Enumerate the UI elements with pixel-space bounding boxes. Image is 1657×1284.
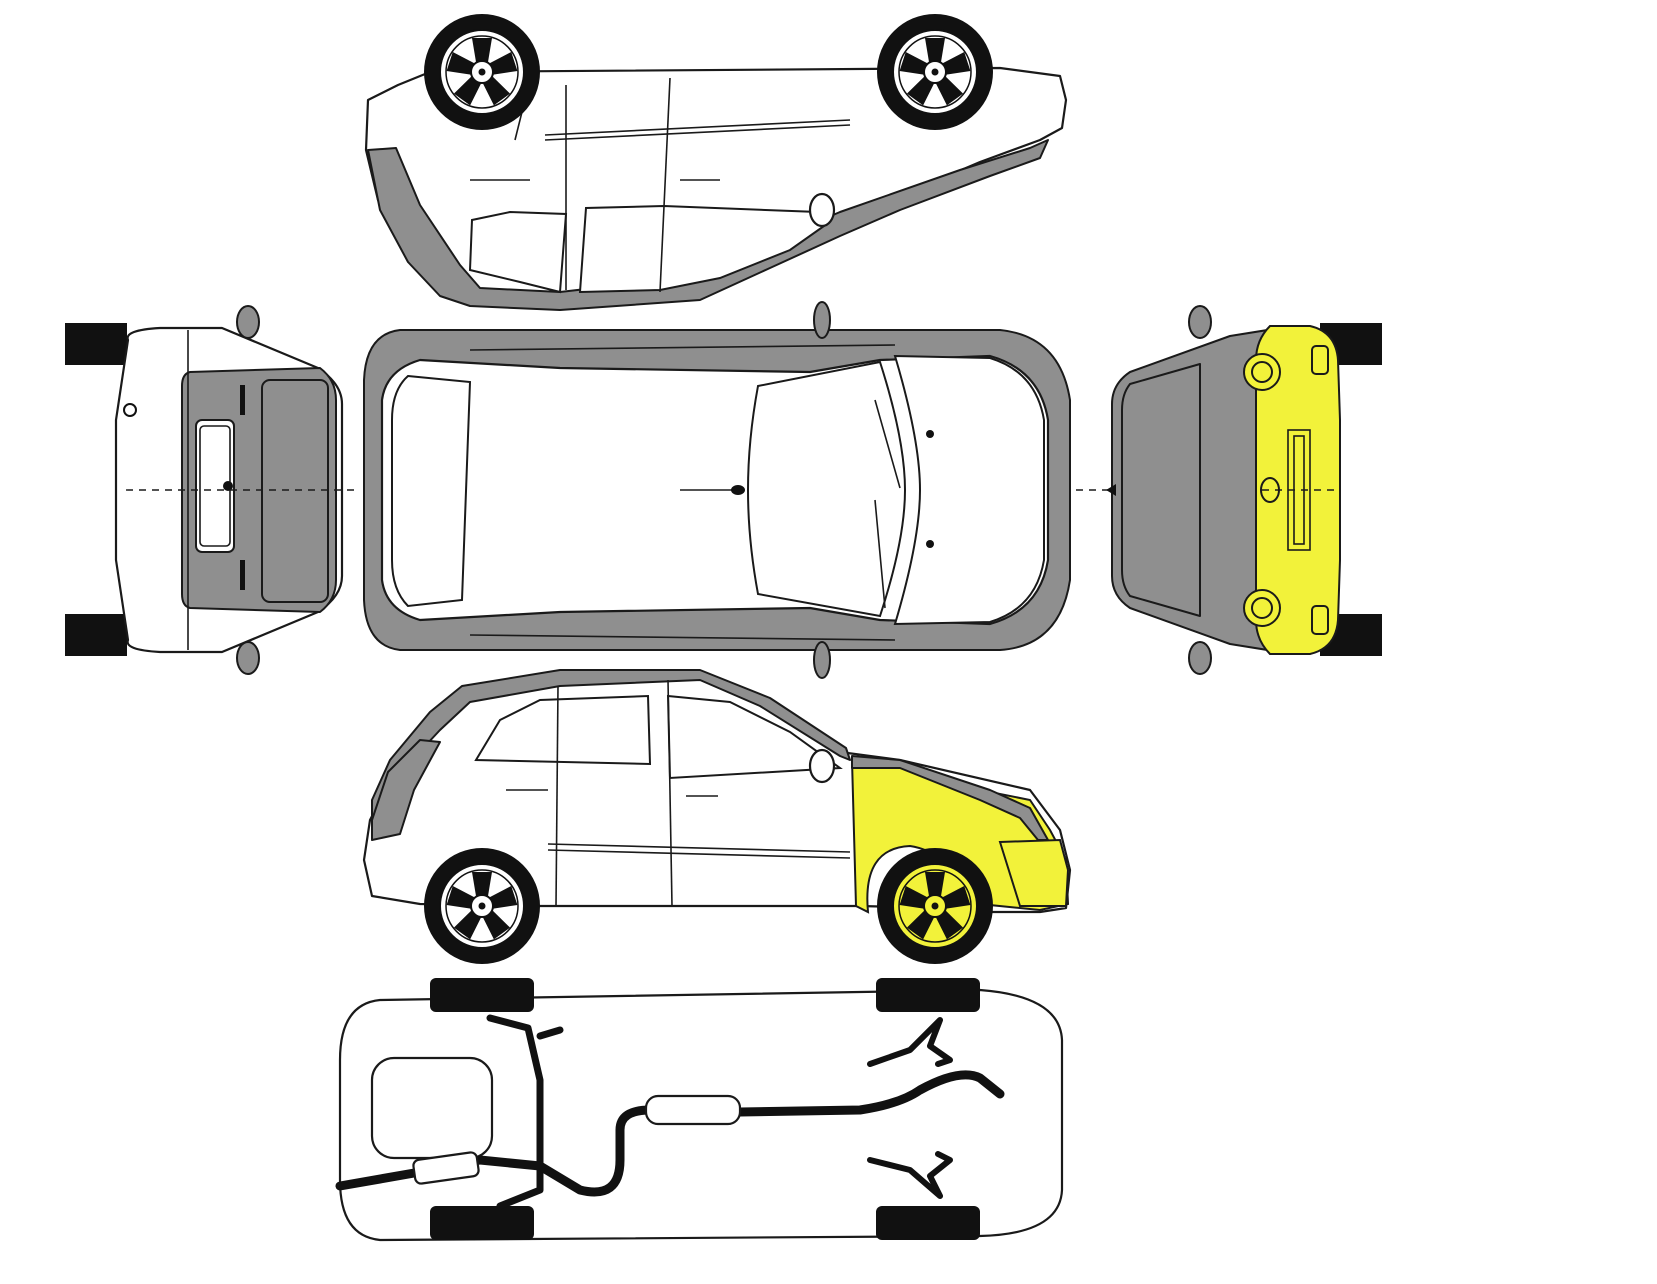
- right-side-mirror[interactable]: [808, 748, 836, 784]
- rear-mirror-bottom[interactable]: [236, 641, 260, 675]
- top-hood[interactable]: [893, 354, 1045, 626]
- left-side-window-front[interactable]: [578, 204, 826, 294]
- right-side-hood-trim[interactable]: [851, 755, 1049, 841]
- underbody-muffler[interactable]: [644, 1094, 742, 1126]
- front-view[interactable]: [1106, 305, 1382, 675]
- rear-view[interactable]: [65, 305, 356, 675]
- underbody-tire-rl: [430, 978, 534, 1012]
- right-side-rear-pillar[interactable]: [371, 739, 441, 841]
- right-side-view[interactable]: [362, 669, 1072, 965]
- front-bumper[interactable]: [1255, 325, 1341, 655]
- top-view[interactable]: [363, 301, 1110, 679]
- right-side-front-wheel[interactable]: [876, 847, 994, 965]
- front-mirror-top[interactable]: [1188, 305, 1212, 339]
- front-mirror-bottom[interactable]: [1188, 641, 1212, 675]
- underbody-fuel-tank[interactable]: [370, 1056, 494, 1160]
- rear-tire-top: [65, 323, 127, 365]
- left-side-mirror[interactable]: [808, 192, 836, 228]
- underbody-catalytic-converter[interactable]: [412, 1151, 480, 1185]
- underbody-tire-fr: [876, 1206, 980, 1240]
- left-side-front-wheel[interactable]: [876, 13, 994, 131]
- top-mirror-right[interactable]: [813, 641, 831, 679]
- front-windshield[interactable]: [1121, 363, 1201, 617]
- right-side-window-rear[interactable]: [474, 694, 652, 766]
- top-windshield[interactable]: [746, 360, 907, 618]
- underbody-view[interactable]: [335, 978, 1064, 1242]
- left-side-rear-wheel[interactable]: [423, 13, 541, 131]
- left-side-view[interactable]: [364, 13, 1068, 311]
- top-mirror-left[interactable]: [813, 301, 831, 339]
- right-side-rear-wheel[interactable]: [423, 847, 541, 965]
- underbody-tire-fl: [876, 978, 980, 1012]
- right-side-roof-trim[interactable]: [371, 669, 851, 823]
- rear-plate-recess[interactable]: [195, 419, 235, 553]
- top-rear-window[interactable]: [391, 374, 472, 608]
- rear-window[interactable]: [261, 379, 329, 603]
- right-side-front-bumper[interactable]: [998, 838, 1070, 907]
- rear-tire-bottom: [65, 614, 127, 656]
- rear-mirror-top[interactable]: [236, 305, 260, 339]
- underbody-tire-rr: [430, 1206, 534, 1240]
